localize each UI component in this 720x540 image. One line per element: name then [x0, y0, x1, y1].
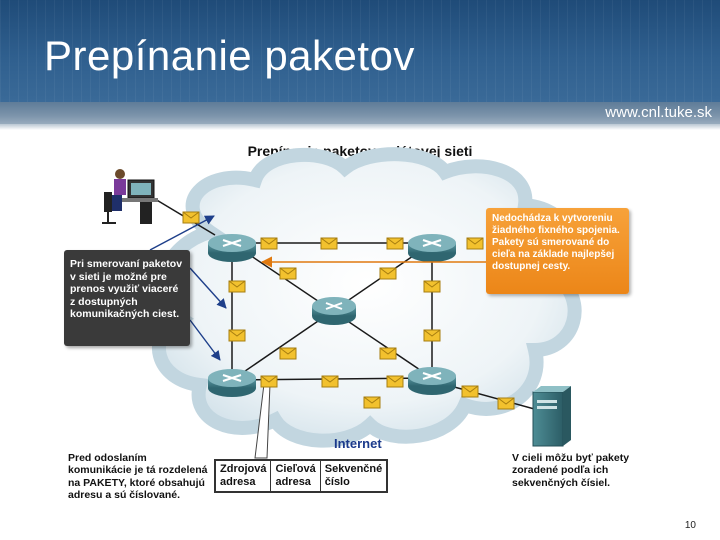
packet-envelope-icon [423, 280, 441, 293]
router-center [312, 297, 356, 325]
packet-header-table: Zdrojová adresa Cieľová adresa Sekvenčné… [214, 459, 389, 493]
header-bar [0, 102, 720, 124]
packet-envelope-icon [260, 375, 278, 388]
field-line: Cieľová [275, 463, 316, 475]
packet-envelope-icon [461, 385, 479, 398]
router-bottom-left [208, 369, 256, 397]
packet-envelope-icon [279, 347, 297, 360]
page-number: 10 [684, 520, 696, 531]
website-url: www.cnl.tuke.sk [605, 104, 712, 121]
packet-envelope-icon [497, 397, 515, 410]
packet-envelope-icon [466, 237, 484, 250]
callout-at-destination: V cieli môžu byť pakety zoradené podľa i… [512, 452, 630, 489]
field-line: adresa [275, 476, 311, 488]
router-top-right [408, 234, 456, 262]
packet-envelope-icon [182, 211, 200, 224]
header-texture [0, 0, 720, 102]
packet-envelope-icon [423, 329, 441, 342]
slide-title: Prepínanie paketov [44, 32, 415, 79]
packet-envelope-icon [379, 267, 397, 280]
field-line: Zdrojová [220, 463, 267, 475]
packet-envelope-icon [279, 267, 297, 280]
routing-arrows [149, 215, 227, 361]
packet-envelopes [182, 211, 515, 410]
router-top-left [208, 234, 256, 262]
packet-envelope-icon [386, 237, 404, 250]
packet-envelope-icon [228, 280, 246, 293]
callout-before-sending: Pred odoslaním komunikácie je tá rozdele… [68, 452, 208, 501]
packet-envelope-icon [363, 396, 381, 409]
packet-envelope-icon [320, 237, 338, 250]
packet-field-source: Zdrojová adresa [214, 459, 272, 493]
field-line: Sekvenčné [324, 463, 383, 475]
packet-header-row: Zdrojová adresa Cieľová adresa Sekvenčné… [214, 459, 388, 493]
packet-envelope-icon [228, 329, 246, 342]
header-bar-shadow [0, 124, 720, 130]
internet-label: Internet [334, 436, 382, 451]
server-icon [532, 386, 571, 447]
router-bottom-right [408, 367, 456, 395]
callout-no-fixed-connection: Nedochádza k vytvoreniu žiadného fixného… [486, 208, 629, 294]
packet-envelope-icon [386, 375, 404, 388]
field-line: adresa [220, 476, 256, 488]
internet-cloud [151, 147, 582, 448]
workstation-icon [102, 169, 158, 224]
slide-header: Prepínanie paketov [0, 0, 720, 102]
packet-envelope-icon [379, 347, 397, 360]
packet-field-destination: Cieľová adresa [270, 459, 321, 493]
callout-routing-paths: Pri smerovaní paketov v sieti je možné p… [64, 250, 190, 346]
packet-envelope-icon [260, 237, 278, 250]
field-line: číslo [324, 476, 350, 488]
packet-field-sequence: Sekvenčné číslo [319, 459, 388, 493]
packet-envelope-icon [321, 375, 339, 388]
